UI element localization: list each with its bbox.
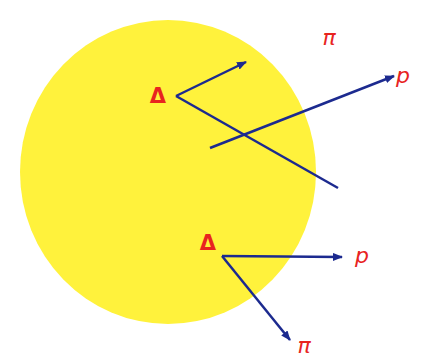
particle-track [176,96,338,188]
proton-label: p [396,65,410,87]
pion-label: π [322,27,335,49]
proton-track [222,256,342,257]
pion-label: π [297,335,310,357]
pion-track [176,62,246,96]
delta-label: Δ [150,86,166,107]
proton-track [210,76,394,148]
proton-label: p [355,245,369,267]
delta-label: Δ [200,233,216,254]
pion-track [222,256,290,340]
nucleus [20,20,316,324]
